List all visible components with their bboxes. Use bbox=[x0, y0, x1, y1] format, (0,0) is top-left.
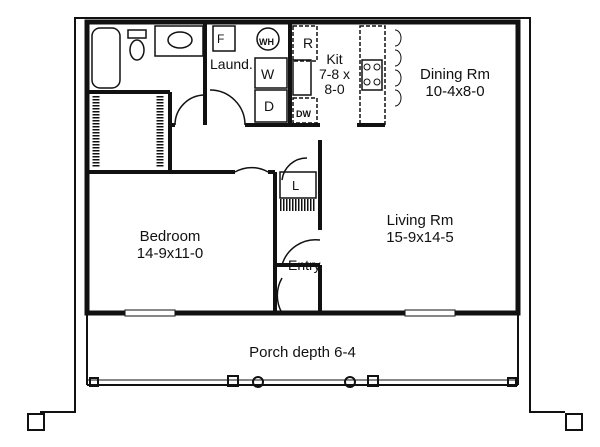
exterior-wall bbox=[84, 19, 521, 316]
linen-closet-label: L bbox=[292, 178, 300, 193]
room-name: Living Rm bbox=[386, 212, 454, 229]
porch-post-left bbox=[27, 413, 45, 431]
room-size: 7-8 x bbox=[318, 66, 351, 82]
room-size: 15-9x14-5 bbox=[386, 229, 454, 246]
laundry-label: Laund. bbox=[210, 56, 253, 72]
room-size: 10-4x8-0 bbox=[425, 83, 485, 100]
sink bbox=[167, 31, 193, 49]
entry-label: Entry bbox=[288, 257, 321, 273]
room-size: 14-9x11-0 bbox=[136, 245, 204, 262]
bathtub bbox=[91, 27, 121, 89]
washer-label: W bbox=[261, 66, 275, 82]
dishwasher-label: DW bbox=[296, 109, 311, 119]
room-name: Dining Rm bbox=[419, 66, 491, 83]
room-name: Kit bbox=[326, 51, 343, 67]
toilet bbox=[129, 39, 145, 61]
porch-label: Porch depth 6-4 bbox=[249, 344, 356, 361]
refrigerator-label: R bbox=[303, 35, 314, 51]
water-heater-label: WH bbox=[259, 37, 274, 47]
room-name: Bedroom bbox=[139, 228, 201, 245]
dryer-label: D bbox=[264, 98, 275, 114]
porch-post-right bbox=[565, 413, 583, 431]
room-size: 8-0 bbox=[324, 81, 345, 97]
porch-outline bbox=[74, 17, 531, 390]
furnace-label: F bbox=[217, 32, 225, 46]
